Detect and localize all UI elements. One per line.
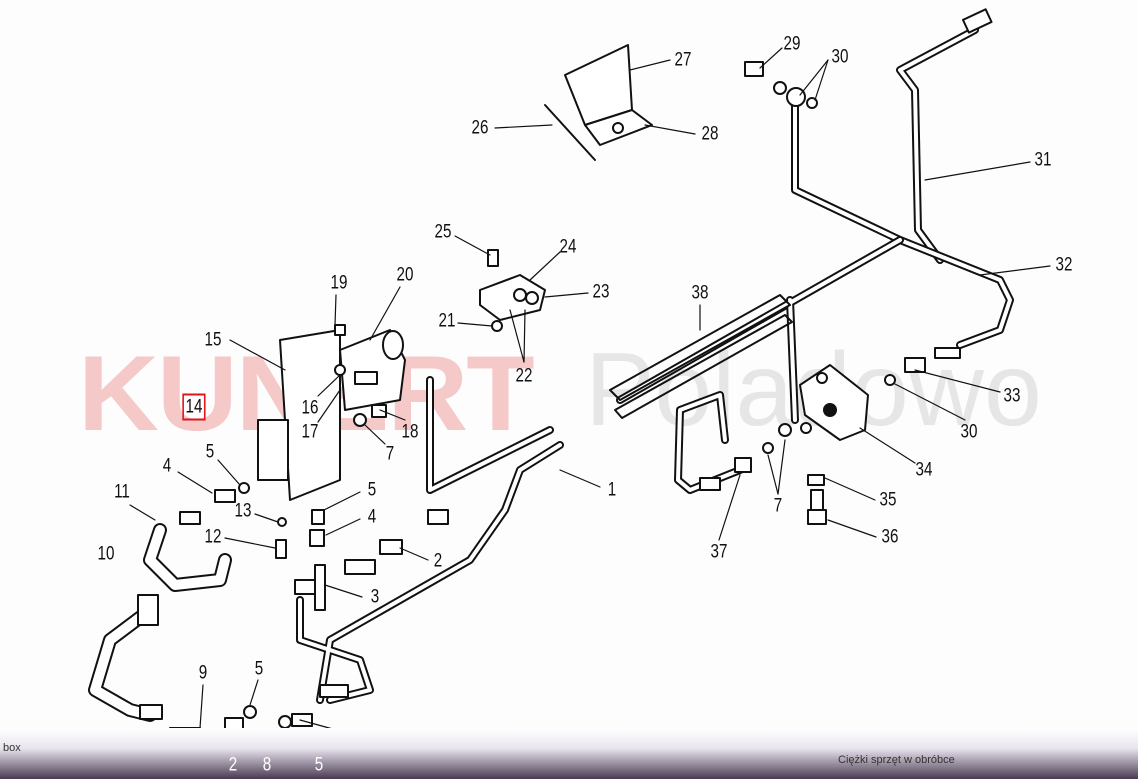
callout-33: 33 <box>1003 385 1021 407</box>
footer-right-text: Ciężki sprzęt w obróbce <box>838 754 955 766</box>
callout-22: 22 <box>515 365 533 387</box>
callout-16: 16 <box>301 397 319 419</box>
callout-3: 3 <box>370 586 380 608</box>
callout-15: 15 <box>204 329 222 351</box>
callout-36: 36 <box>881 526 899 548</box>
clamp-23 <box>479 274 546 321</box>
callout-10: 10 <box>97 543 115 565</box>
callout-13: 13 <box>234 500 252 522</box>
callout-23: 23 <box>592 281 610 303</box>
callout-37: 37 <box>710 541 728 563</box>
callout-7b: 7 <box>773 495 783 517</box>
scan-footer: 2 8 5 box Ciężki sprzęt w obróbce <box>0 728 1138 779</box>
callout-9: 9 <box>198 662 208 684</box>
callout-38: 38 <box>691 282 709 304</box>
callout-8: 8 <box>262 754 272 776</box>
callout-4b: 4 <box>367 506 377 528</box>
callout-30b: 30 <box>960 421 978 443</box>
callout-5d: 5 <box>314 754 324 776</box>
callout-2b: 2 <box>228 754 238 776</box>
footer-left-text: box <box>3 742 21 754</box>
callout-5: 5 <box>205 441 215 463</box>
callout-19: 19 <box>330 272 348 294</box>
bracket-27 <box>564 44 653 146</box>
callout-18: 18 <box>401 421 419 443</box>
callout-7: 7 <box>385 443 395 465</box>
callout-31: 31 <box>1034 149 1052 171</box>
callout-5c: 5 <box>254 658 264 680</box>
callout-20: 20 <box>396 264 414 286</box>
callout-2: 2 <box>433 550 443 572</box>
callout-24: 24 <box>559 236 577 258</box>
callout-5b: 5 <box>367 479 377 501</box>
callout-26: 26 <box>471 117 489 139</box>
callout-4: 4 <box>162 455 172 477</box>
callout-34: 34 <box>915 459 933 481</box>
callout-32: 32 <box>1055 254 1073 276</box>
callout-25: 25 <box>434 221 452 243</box>
callout-30: 30 <box>831 46 849 68</box>
callout-14-highlighted[interactable]: 14 <box>182 393 206 421</box>
callout-17: 17 <box>301 421 319 443</box>
callout-29: 29 <box>783 33 801 55</box>
callout-21: 21 <box>438 310 456 332</box>
block-34 <box>799 364 869 441</box>
callout-11: 11 <box>114 481 130 503</box>
callout-35: 35 <box>879 489 897 511</box>
callout-12: 12 <box>204 526 222 548</box>
valve-block <box>257 329 406 501</box>
callout-28: 28 <box>701 123 719 145</box>
callout-1: 1 <box>607 479 617 501</box>
callout-27: 27 <box>674 49 692 71</box>
